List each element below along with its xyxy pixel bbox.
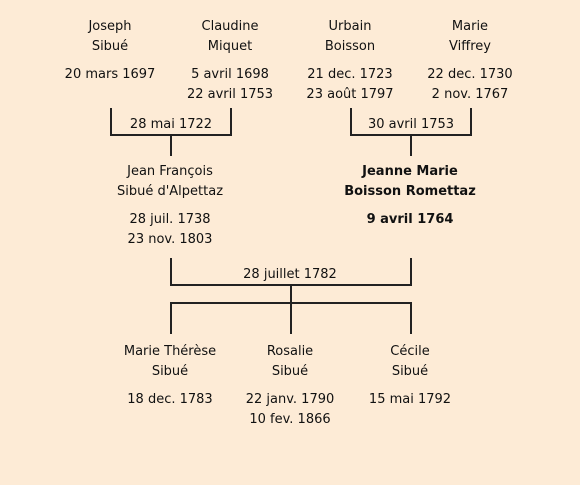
connector-line [170,258,172,286]
connector-line [350,108,352,136]
person-first-name: Marie [451,19,489,34]
person-death-date: 23 nov. 1803 [127,232,213,247]
marriage-date: 28 juillet 1782 [243,267,337,282]
person-birth-date: 28 juil. 1738 [129,212,211,227]
person-birth-date: 18 dec. 1783 [127,392,213,407]
person-last-name: Sibué [391,364,429,379]
marriage-date: 28 mai 1722 [129,117,213,132]
connector-line [170,302,172,334]
person-death-date: 2 nov. 1767 [431,87,509,102]
marriage-date: 30 avril 1753 [367,117,455,132]
person-first-name: Jeanne Marie [362,164,458,179]
person-last-name: Boisson Romettaz [344,184,476,199]
person-last-name: Miquet [207,39,253,54]
person-birth-date: 9 avril 1764 [366,212,454,227]
connector-line [410,258,412,286]
person-birth-date: 20 mars 1697 [64,67,156,82]
connector-line [410,302,412,334]
person-birth-date: 5 avril 1698 [191,67,269,82]
connector-line [290,302,292,334]
connector-line [410,134,412,156]
person-first-name: Claudine [201,19,259,34]
person-death-date: 22 avril 1753 [186,87,274,102]
person-last-name: Sibué [91,39,129,54]
person-death-date: 23 août 1797 [306,87,394,102]
connector-line [230,108,232,136]
person-last-name: Sibué [271,364,309,379]
person-last-name: Viffrey [449,39,491,54]
person-first-name: Cécile [390,344,430,359]
person-birth-date: 15 mai 1792 [368,392,452,407]
person-first-name: Marie Thérèse [123,344,217,359]
person-last-name: Boisson [324,39,376,54]
connector-line [170,134,172,156]
person-birth-date: 22 dec. 1730 [427,67,513,82]
connector-line [470,108,472,136]
person-birth-date: 22 janv. 1790 [245,392,335,407]
person-death-date: 10 fev. 1866 [249,412,331,427]
person-last-name: Sibué [151,364,189,379]
person-last-name: Sibué d'Alpettaz [116,184,224,199]
person-birth-date: 21 dec. 1723 [307,67,393,82]
connector-line [110,108,112,136]
person-first-name: Rosalie [266,344,314,359]
person-first-name: Joseph [88,19,132,34]
person-first-name: Urbain [328,19,372,34]
person-first-name: Jean François [127,164,213,179]
connector-line [290,284,292,304]
